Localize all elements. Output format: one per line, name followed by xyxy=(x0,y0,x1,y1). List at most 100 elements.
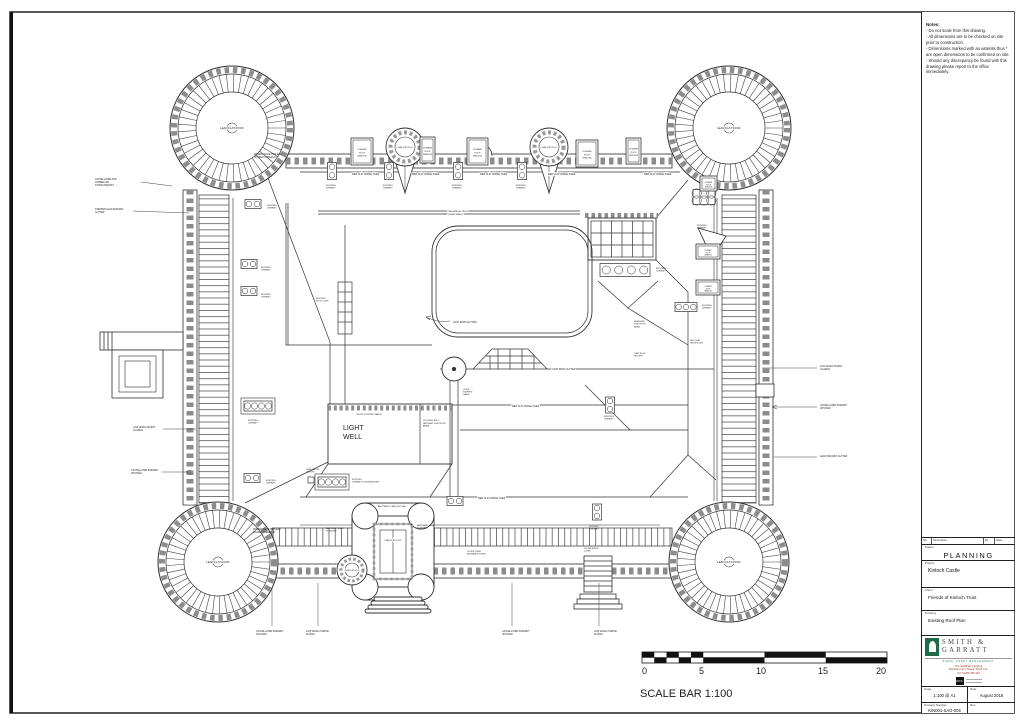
status-label: Status xyxy=(925,545,934,549)
chimney-symbol xyxy=(240,397,276,415)
tower-label: LEAD FLAT ROOF xyxy=(717,126,741,130)
tower-label: LEAD FLAT ROOF xyxy=(717,560,741,564)
plan-label: LEAD PARAPET GUTTER xyxy=(820,455,848,458)
chimney-symbol xyxy=(244,199,262,209)
scale-bar xyxy=(641,651,888,664)
plan-label: RED CLAY RIDGE TILES xyxy=(478,497,506,500)
firm-address: The Guildhall, Ladykirk Berwick-upon-Twe… xyxy=(925,665,1012,676)
firm-box: SMITH & GARRATT RURAL ASSET MANAGEMENT T… xyxy=(922,635,1015,686)
chimney-symbol xyxy=(592,503,602,521)
firm-logo-icon xyxy=(925,638,939,656)
plan-label: CAST IRON GUTTER xyxy=(453,321,477,324)
note-item: - Dimensions marked with an asterisk thu… xyxy=(926,46,1010,57)
drawing-value: Existing Roof Plan xyxy=(928,617,966,623)
note-item: - All dimensions are to be checked on si… xyxy=(926,34,1004,45)
drawing-number-cell: Drawing Number KIN001-SAG-005 xyxy=(922,703,968,713)
number-rev-row: Drawing Number KIN001-SAG-005 Rev. xyxy=(922,702,1015,713)
chimney-symbol xyxy=(314,473,350,491)
outer-walls xyxy=(182,153,775,579)
entrance-tower xyxy=(336,502,435,614)
chimney-symbol xyxy=(691,188,717,206)
project-value: Kinloch Castle xyxy=(928,567,960,574)
plan-label: RED CLAY RIDGE TILES xyxy=(352,173,380,176)
chimney-symbol xyxy=(599,263,651,277)
plan-label: CAST IRON GUTTER xyxy=(552,368,576,371)
chimney-symbol xyxy=(517,162,527,180)
plan-label: LEAD FLAT ROOF xyxy=(541,146,557,149)
corner-tower: LEAD FLAT ROOF xyxy=(668,501,790,623)
plan-label: RED CLAY RIDGE TILES xyxy=(644,173,672,176)
plan-label: RED CLAY RIDGE TILES xyxy=(412,173,440,176)
firm-name-line2: GARRATT xyxy=(942,647,989,654)
drawing-number-value: KIN001-SAG-005 xyxy=(928,707,961,713)
revision-column-header: By xyxy=(984,538,995,544)
plan-label: RED CLAY RIDGE TILES xyxy=(480,173,508,176)
chimney-symbol xyxy=(240,259,258,269)
plan-label: RED CLAY RIDGE TILES xyxy=(512,405,540,408)
date-value: August 2018 xyxy=(979,693,1004,699)
leader-lines xyxy=(132,181,817,626)
firm-name: SMITH & GARRATT xyxy=(942,639,989,655)
plan-label: CROW STEPPED GABLE xyxy=(356,413,382,416)
scale-tick: 0 xyxy=(642,666,647,676)
castle-plan: LEAD FLAT ROOF LEAD FLAT ROOF LEAD FLAT RO… xyxy=(95,65,888,700)
scale-value: 1:100 @ A1 xyxy=(933,693,956,699)
drawing-label: Drawing xyxy=(925,611,937,615)
firm-header: SMITH & GARRATT xyxy=(925,638,1012,656)
plan-label: GALVANISED IRON(TEMPORARY) xyxy=(448,210,468,216)
client-value: Friends of Kinloch Trust xyxy=(928,594,977,600)
drawing-number-label: Drawing Number xyxy=(924,703,947,707)
rev-cell-box: Rev. xyxy=(968,703,1015,713)
glazed-roof xyxy=(585,213,689,346)
dynamic-symbols: LEAD FLAT ROOF LEAD FLAT ROOF LEAD FLAT RO… xyxy=(157,65,792,623)
firm-phone: Tel: 01289 382 391 xyxy=(957,671,980,675)
scale-date-row: Scale 1:100 @ A1 Date August 2018 xyxy=(922,686,1015,702)
corner-tower: LEAD FLAT ROOF xyxy=(666,65,792,191)
side-stair xyxy=(573,555,623,610)
status-box: Status PLANNING xyxy=(922,544,1015,560)
chimney-symbol xyxy=(446,496,464,506)
date-cell: Date August 2018 xyxy=(968,687,1015,702)
project-label: Project xyxy=(925,561,935,565)
scale-cell: Scale 1:100 @ A1 xyxy=(922,687,968,702)
scale-label: Scale xyxy=(924,687,932,691)
client-label: Client xyxy=(925,588,933,592)
rev-label: Rev. xyxy=(970,703,976,707)
